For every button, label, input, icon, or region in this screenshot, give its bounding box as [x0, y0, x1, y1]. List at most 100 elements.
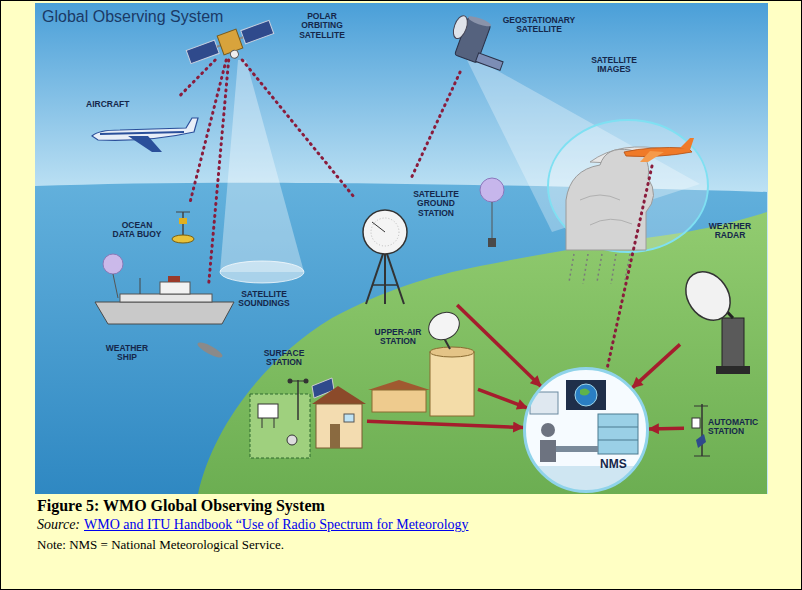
station-label: OCEAN DATA BUOY — [110, 221, 164, 240]
station-label: AIRCRAFT — [86, 100, 146, 109]
nms-interior — [524, 368, 648, 496]
radiosonde-balloon — [488, 238, 496, 247]
automatic-station: AUTOMATIC STATION — [684, 398, 764, 458]
radar-drawing — [677, 263, 750, 374]
upper-air-drawing — [424, 307, 465, 346]
ship-drawing — [120, 294, 212, 302]
upper-air-station: UPPER-AIR STATION — [368, 298, 478, 416]
storm-cloud — [580, 195, 632, 225]
automatic-station-drawing — [696, 434, 706, 448]
figure-caption: Figure 5: WMO Global Observing System — [37, 497, 325, 515]
sounding-beam — [220, 60, 304, 283]
radio-link — [242, 60, 355, 198]
buoy-drawing — [179, 218, 187, 224]
automatic-station-drawing — [692, 404, 710, 456]
station-label: UPPER-AIR STATION — [370, 328, 426, 347]
nms-centre: NMS — [522, 366, 650, 494]
nms-interior — [598, 427, 638, 428]
surface-station-drawing — [312, 386, 366, 404]
beam-label: SATELLITE IMAGES — [586, 56, 642, 75]
upper-air-drawing — [372, 390, 426, 412]
radiosonde-balloon — [492, 202, 493, 238]
ground-station-drawing — [372, 284, 398, 286]
automatic-station-drawing — [694, 406, 708, 407]
storm-cloud — [569, 254, 574, 282]
data-flow-arrow — [633, 344, 680, 387]
ship-drawing — [196, 340, 224, 360]
upper-air-drawing — [368, 380, 430, 390]
radar-drawing — [716, 366, 750, 374]
automatic-station-drawing — [701, 404, 703, 456]
station-label: SURFACE STATION — [259, 349, 309, 368]
upper-air-drawing — [430, 347, 474, 357]
radio-link — [178, 60, 216, 98]
sounding-beam — [220, 261, 304, 283]
surface-station-drawing — [287, 435, 297, 445]
ship-balloon — [103, 254, 123, 298]
ground-station-drawing — [385, 248, 404, 304]
geostationary-satellite: GEOSTATIONARY SATELLITE — [445, 10, 583, 72]
imaging-beam — [548, 120, 708, 252]
polar-satellite-drawing — [217, 29, 243, 55]
geostationary-satellite-drawing — [467, 14, 492, 28]
ground-station-drawing — [371, 218, 399, 246]
note-text: Note: NMS = National Meteorological Serv… — [37, 537, 284, 553]
nms-interior — [541, 423, 555, 437]
storm-cloud — [611, 254, 616, 284]
data-flow-arrow — [649, 427, 684, 431]
radio-link — [209, 60, 229, 284]
radio-link — [189, 60, 226, 205]
source-prefix: Source: — [37, 517, 80, 533]
surface-station-drawing — [297, 380, 299, 420]
station-label: NMS — [600, 458, 634, 471]
storm-cloud — [569, 254, 630, 284]
diagram-title: Global Observing System — [42, 8, 223, 26]
nms-interior — [540, 440, 556, 462]
sky — [35, 3, 768, 494]
ship-balloon — [113, 274, 118, 298]
station-label: AUTOMATIC STATION — [708, 418, 762, 437]
nms-interior — [566, 380, 606, 410]
ground-station-drawing — [372, 222, 385, 232]
aircraft-drawing — [128, 136, 162, 152]
surface-station-drawing — [274, 418, 275, 428]
buoy-drawing — [172, 212, 194, 243]
surface-station-drawing — [288, 379, 293, 384]
weather-ship: WEATHER SHIP — [90, 284, 235, 370]
data-flow-arrow — [367, 421, 523, 427]
weather-radar: WEATHER RADAR — [680, 218, 760, 376]
sounding-beam — [220, 60, 304, 272]
source-link: WMO and ITU Handbook “Use of Radio Spect… — [84, 517, 469, 533]
nms-circle — [525, 369, 648, 492]
geostationary-satellite-drawing — [451, 14, 470, 41]
automatic-station-drawing — [694, 456, 710, 457]
ship-drawing — [160, 282, 190, 294]
storm-cloud — [597, 254, 602, 282]
radiosonde-balloon — [480, 178, 504, 247]
polar-satellite-drawing — [229, 49, 239, 59]
surface-station-drawing — [304, 379, 309, 384]
station-label: WEATHER SHIP — [102, 344, 152, 363]
ocean-data-buoy: OCEAN DATA BUOY — [108, 205, 198, 260]
upper-air-drawing — [368, 307, 474, 416]
aircraft-drawing — [92, 118, 198, 152]
radio-link — [410, 72, 460, 180]
buoy-drawing — [172, 235, 194, 243]
surface-station-drawing — [250, 394, 310, 458]
station-label: GEOSTATIONARY SATELLITE — [497, 16, 581, 35]
satellite-ground-station: SATELLITE GROUND STATION — [355, 180, 471, 305]
surface-station-drawing — [344, 414, 354, 422]
surface-station-drawing — [316, 404, 362, 448]
ground-station-drawing — [384, 248, 386, 304]
nms-interior — [580, 388, 590, 395]
nms-interior — [524, 380, 648, 496]
beam-label: SATELLITE SOUNDINGS — [234, 290, 294, 309]
ship-drawing — [95, 302, 234, 324]
polar-satellite-drawing — [185, 18, 277, 73]
radar-drawing — [677, 263, 740, 329]
surface-station-drawing — [250, 378, 366, 458]
polar-satellite-drawing — [241, 20, 274, 43]
nms-interior — [575, 384, 597, 406]
polar-orbiting-satellite: POLAR ORBITING SATELLITE — [190, 8, 352, 60]
